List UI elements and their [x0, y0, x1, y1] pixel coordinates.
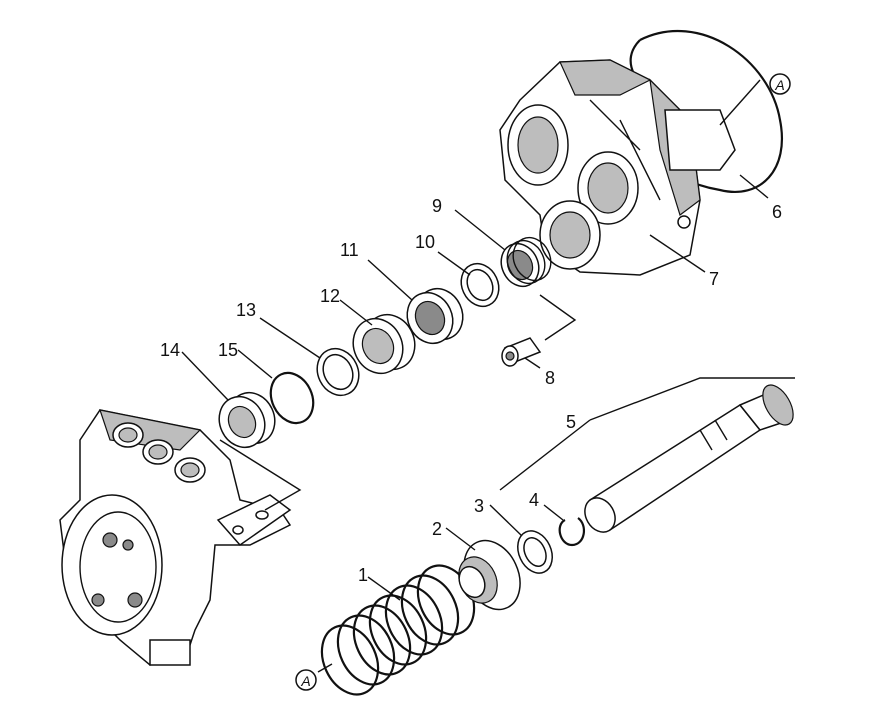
svg-text:A: A	[300, 673, 310, 689]
part-12-seal	[352, 313, 416, 375]
part-13-ring	[316, 347, 360, 397]
callout-1: 1	[358, 565, 368, 585]
callout-8: 8	[545, 368, 555, 388]
callout-9: 9	[432, 196, 442, 216]
part-15-o-ring	[269, 371, 315, 425]
callout-15: 15	[218, 340, 238, 360]
pump-housing	[59, 409, 292, 666]
part-10-ring	[460, 262, 500, 308]
svg-text:A: A	[774, 77, 784, 93]
part-5-plunger	[584, 384, 794, 533]
callout-7: 7	[709, 269, 719, 289]
callout-13: 13	[236, 300, 256, 320]
part-8-screw	[501, 337, 542, 367]
leader-lines	[181, 79, 795, 673]
part-4-clip	[558, 517, 586, 547]
part-7-pump-head	[499, 59, 736, 276]
callout-6: 6	[772, 202, 782, 222]
marker-a-bottom: A	[295, 669, 317, 691]
callout-12: 12	[320, 286, 340, 306]
part-14-seal	[218, 391, 276, 449]
callout-4: 4	[529, 490, 539, 510]
part-9-threaded-fitting	[500, 236, 552, 288]
part-3-ring	[517, 530, 553, 574]
callout-numbers: 6 7 8 9 10 11 12 13 15 14 5 3 4 2 1	[160, 196, 782, 585]
callout-14: 14	[160, 340, 180, 360]
callout-5: 5	[566, 412, 576, 432]
callout-11: 11	[340, 240, 359, 260]
callout-2: 2	[432, 519, 442, 539]
callout-3: 3	[474, 496, 484, 516]
callout-10: 10	[415, 232, 435, 252]
part-2-retainer	[458, 539, 521, 611]
marker-a-top: A	[769, 73, 791, 95]
